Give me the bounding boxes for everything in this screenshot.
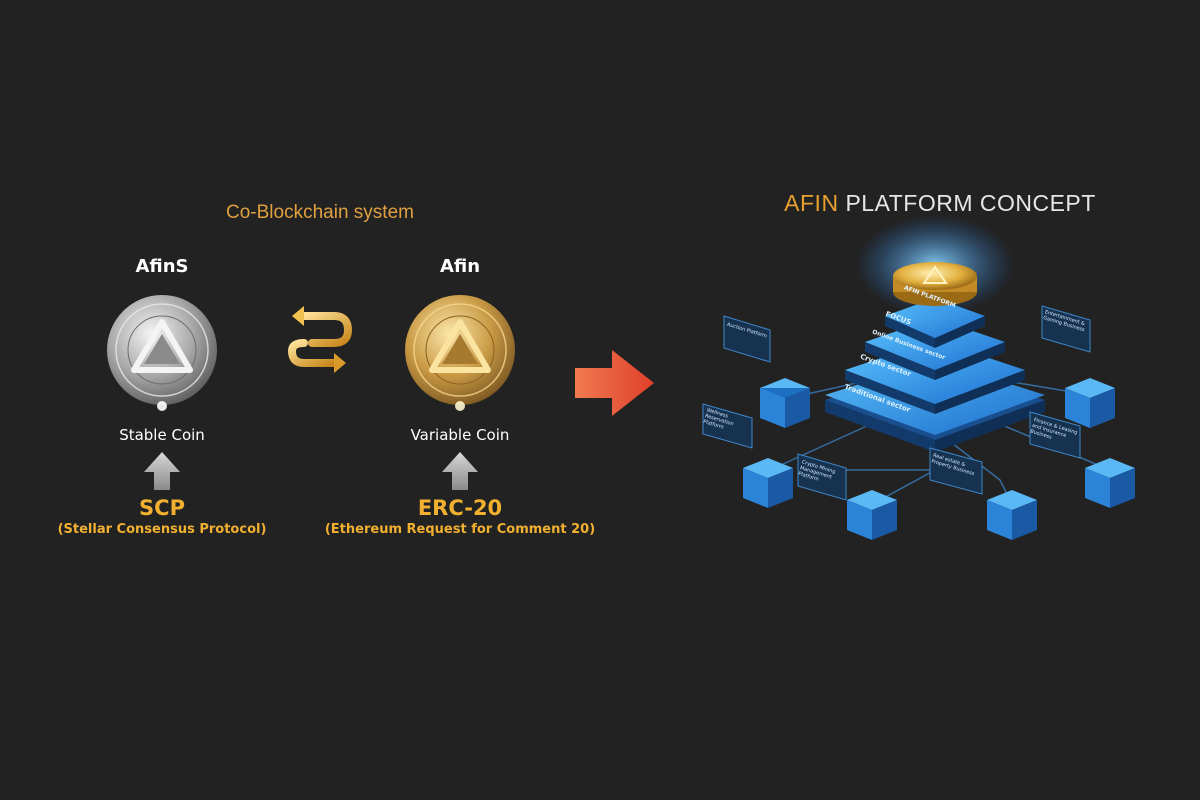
platform-concept-title: AFIN PLATFORM CONCEPT [760, 190, 1120, 217]
platform-title-afin: AFIN [784, 190, 839, 216]
platform-gold-coin-icon [893, 262, 977, 306]
afins-coin-icon [107, 295, 217, 411]
afin-coin-name: Afin [439, 256, 481, 277]
co-blockchain-title: Co-Blockchain system [226, 202, 414, 223]
stable-coin-label: Stable Coin [119, 426, 205, 444]
server-node-auction [760, 378, 810, 428]
label-panel-real-estate [929, 447, 983, 495]
swap-arrows-icon [287, 306, 353, 373]
server-node-entertainment [1065, 378, 1115, 428]
platform-illustration [702, 215, 1135, 540]
afins-coin-name: AfinS [135, 256, 189, 277]
platform-title-rest: PLATFORM CONCEPT [838, 190, 1096, 216]
server-node-wellness [743, 458, 793, 508]
label-panel-finance [1029, 411, 1081, 459]
scp-protocol-full: (Stellar Consensus Protocol) [57, 522, 267, 537]
scp-protocol: SCP [139, 496, 185, 520]
server-node-real-estate [987, 490, 1037, 540]
up-arrow-icon-erc20 [442, 452, 478, 490]
right-arrow-icon [575, 350, 654, 416]
afin-coin-icon [405, 295, 515, 411]
erc20-protocol-full: (Ethereum Request for Comment 20) [324, 522, 596, 537]
server-node-finance [1085, 458, 1135, 508]
label-panel-wellness [702, 403, 753, 449]
variable-coin-label: Variable Coin [410, 426, 510, 444]
label-panel-crypto-mining [797, 453, 847, 501]
server-node-crypto-mining [847, 490, 897, 540]
up-arrow-icon-scp [144, 452, 180, 490]
label-panel-entertainment [1041, 305, 1091, 353]
erc20-protocol: ERC-20 [417, 496, 503, 520]
label-panel-auction [723, 315, 771, 363]
